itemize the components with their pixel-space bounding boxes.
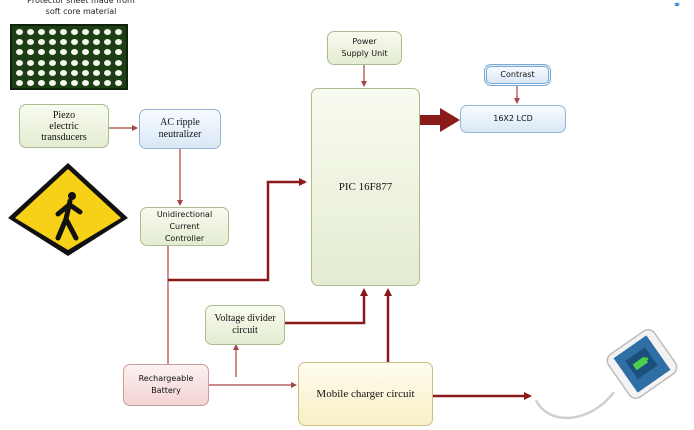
mesh-hole (60, 49, 67, 56)
mesh-hole (71, 69, 78, 76)
mesh-hole (93, 80, 100, 86)
mesh-hole (27, 69, 34, 76)
mesh-caption: Protector sheet made from soft core mate… (27, 0, 135, 16)
mesh-hole (104, 80, 111, 86)
mesh-hole (115, 59, 122, 66)
mesh-hole (71, 80, 78, 86)
piezo-transducers-block: Piezo electric transducers (19, 104, 109, 148)
mesh-hole (49, 39, 56, 46)
mesh-hole (16, 29, 23, 35)
mesh-hole (93, 39, 100, 46)
mesh-hole (115, 39, 122, 46)
mesh-hole (38, 39, 45, 46)
mesh-hole (60, 69, 67, 76)
mesh-hole (104, 59, 111, 66)
mesh-hole (38, 29, 45, 35)
mesh-hole (27, 49, 34, 56)
wire-controller-to-pic (168, 178, 307, 282)
lcd-16x2-block: 16X2 LCD (460, 105, 566, 133)
mesh-hole (49, 49, 56, 56)
mesh-hole (38, 80, 45, 86)
mesh-hole (82, 69, 89, 76)
unidirectional-current-controller-block: Unidirectional Current Controller (140, 207, 229, 246)
mesh-hole (82, 49, 89, 56)
mesh-hole (49, 80, 56, 86)
voltage-divider-block: Voltage divider circuit (205, 305, 285, 345)
mobile-charger-circuit-block: Mobile charger circuit (298, 362, 433, 426)
mesh-hole (38, 59, 45, 66)
mesh-hole (60, 29, 67, 35)
mesh-hole (115, 49, 122, 56)
link-icon[interactable]: ⚭ (672, 0, 682, 11)
mesh-hole (82, 29, 89, 35)
wire-divider-to-pic (285, 288, 368, 325)
mesh-hole (16, 39, 23, 46)
mesh-hole (93, 49, 100, 56)
mesh-hole (115, 80, 122, 86)
mesh-hole (49, 29, 56, 35)
mesh-hole (27, 59, 34, 66)
mesh-hole (104, 39, 111, 46)
mesh-hole (82, 59, 89, 66)
mesh-hole (71, 49, 78, 56)
mesh-hole (71, 39, 78, 46)
protector-sheet-image (10, 24, 128, 90)
mesh-hole (16, 80, 23, 86)
mesh-hole (93, 59, 100, 66)
pic-microcontroller-block: PIC 16F877 (311, 88, 420, 286)
mesh-hole (38, 49, 45, 56)
mesh-hole (93, 69, 100, 76)
mesh-hole (82, 80, 89, 86)
mesh-hole (93, 29, 100, 35)
mesh-hole (49, 69, 56, 76)
mesh-hole (16, 69, 23, 76)
mesh-hole (60, 59, 67, 66)
mesh-hole (49, 59, 56, 66)
mesh-hole (27, 80, 34, 86)
mesh-hole (104, 69, 111, 76)
rechargeable-battery-block: Rechargeable Battery (123, 364, 209, 406)
mesh-hole (115, 69, 122, 76)
pedestrian-crossing-sign (8, 163, 128, 256)
mesh-hole (27, 29, 34, 35)
thick-arrow-pic-to-lcd (420, 108, 460, 132)
usb-cable (534, 391, 615, 420)
mesh-hole (82, 39, 89, 46)
smartphone-charging-icon (606, 329, 678, 399)
power-supply-unit-block: Power Supply Unit (327, 31, 402, 65)
mesh-hole (16, 49, 23, 56)
mesh-hole (60, 39, 67, 46)
mesh-hole (104, 49, 111, 56)
ac-ripple-neutralizer-block: AC ripple neutralizer (139, 109, 221, 149)
mesh-hole (104, 29, 111, 35)
mesh-hole (38, 69, 45, 76)
mesh-hole (16, 59, 23, 66)
mesh-hole (71, 29, 78, 35)
contrast-block: Contrast (484, 64, 551, 86)
mesh-hole (115, 29, 122, 35)
mesh-hole (71, 59, 78, 66)
mesh-hole (60, 80, 67, 86)
mesh-hole (27, 39, 34, 46)
